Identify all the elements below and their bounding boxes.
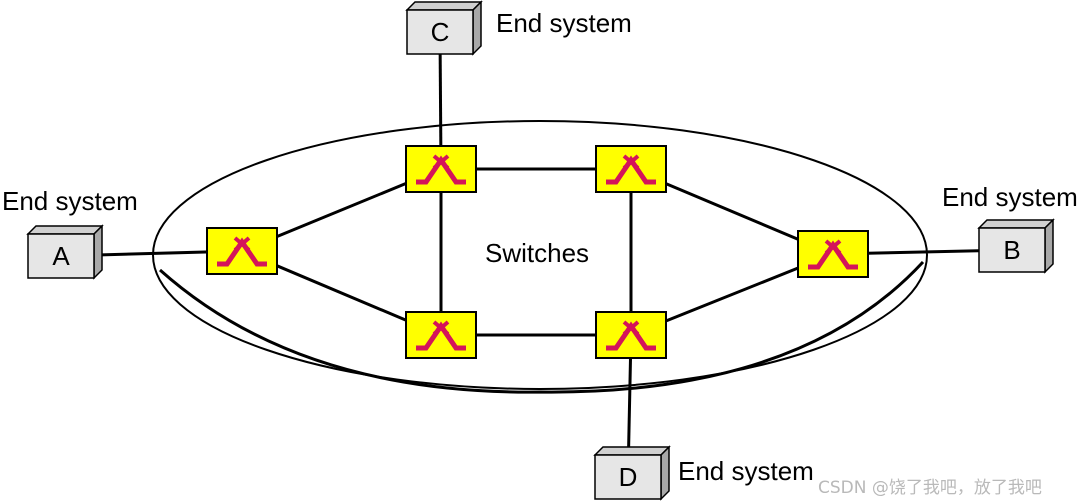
watermark-text: CSDN @饶了我吧，放了我吧 xyxy=(818,478,1042,498)
end-system-caption-c: End system xyxy=(496,8,632,38)
end-system-caption-d: End system xyxy=(678,456,814,486)
switch-icon xyxy=(596,312,666,358)
end-system-letter: A xyxy=(52,241,70,271)
end-systems-group: A B C D xyxy=(26,0,1055,501)
end-system-a: A xyxy=(26,224,104,280)
switch-icon xyxy=(207,228,277,274)
switch-icon xyxy=(406,312,476,358)
end-system-letter: D xyxy=(619,462,638,492)
end-system-letter: B xyxy=(1003,235,1020,265)
switch-icon xyxy=(798,231,868,277)
end-system-letter: C xyxy=(431,17,450,47)
end-system-c: C xyxy=(405,0,483,56)
ellipse-shadow xyxy=(159,260,925,394)
switch-icon xyxy=(406,146,476,192)
end-system-d: D xyxy=(593,445,671,501)
switch-icon xyxy=(596,146,666,192)
end-system-b: B xyxy=(977,218,1055,274)
switches-label: Switches xyxy=(485,238,589,268)
switch-network-ellipse xyxy=(152,120,928,390)
end-system-caption-a: End system xyxy=(2,186,138,216)
end-system-caption-b: End system xyxy=(942,182,1078,212)
